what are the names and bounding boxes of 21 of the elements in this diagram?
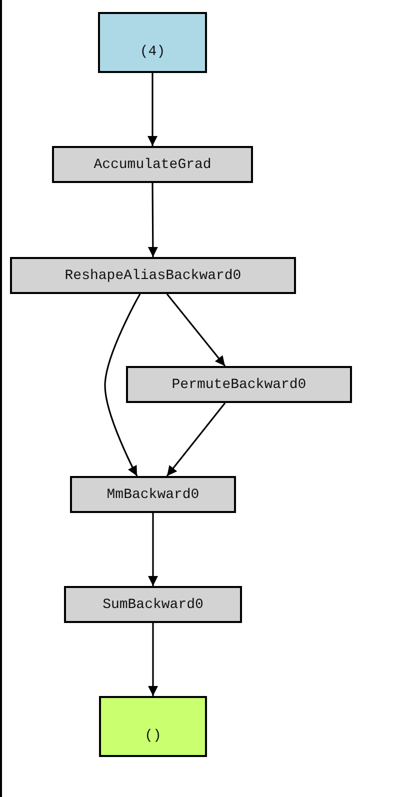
arrow bbox=[166, 402, 226, 476]
node-label: ReshapeAliasBackward0 bbox=[64, 268, 242, 284]
node-label: SumBackward0 bbox=[102, 596, 204, 612]
node-label: PermuteBackward0 bbox=[172, 376, 306, 392]
node-box bbox=[70, 476, 236, 513]
arrow bbox=[148, 623, 158, 696]
arrow bbox=[148, 513, 158, 586]
node-label: (4) bbox=[140, 44, 166, 60]
arrow bbox=[148, 73, 158, 146]
arrow bbox=[166, 294, 226, 366]
node-box bbox=[98, 12, 207, 73]
node-box bbox=[126, 366, 352, 403]
node-box bbox=[52, 146, 253, 183]
node-box bbox=[64, 586, 242, 623]
node-box bbox=[99, 696, 207, 757]
node-label: AccumulateGrad bbox=[94, 156, 212, 172]
node-box bbox=[10, 257, 296, 294]
arrow bbox=[104, 294, 141, 476]
node-label: MmBackward0 bbox=[106, 486, 200, 502]
arrow bbox=[148, 183, 158, 257]
node-label: () bbox=[144, 728, 162, 744]
